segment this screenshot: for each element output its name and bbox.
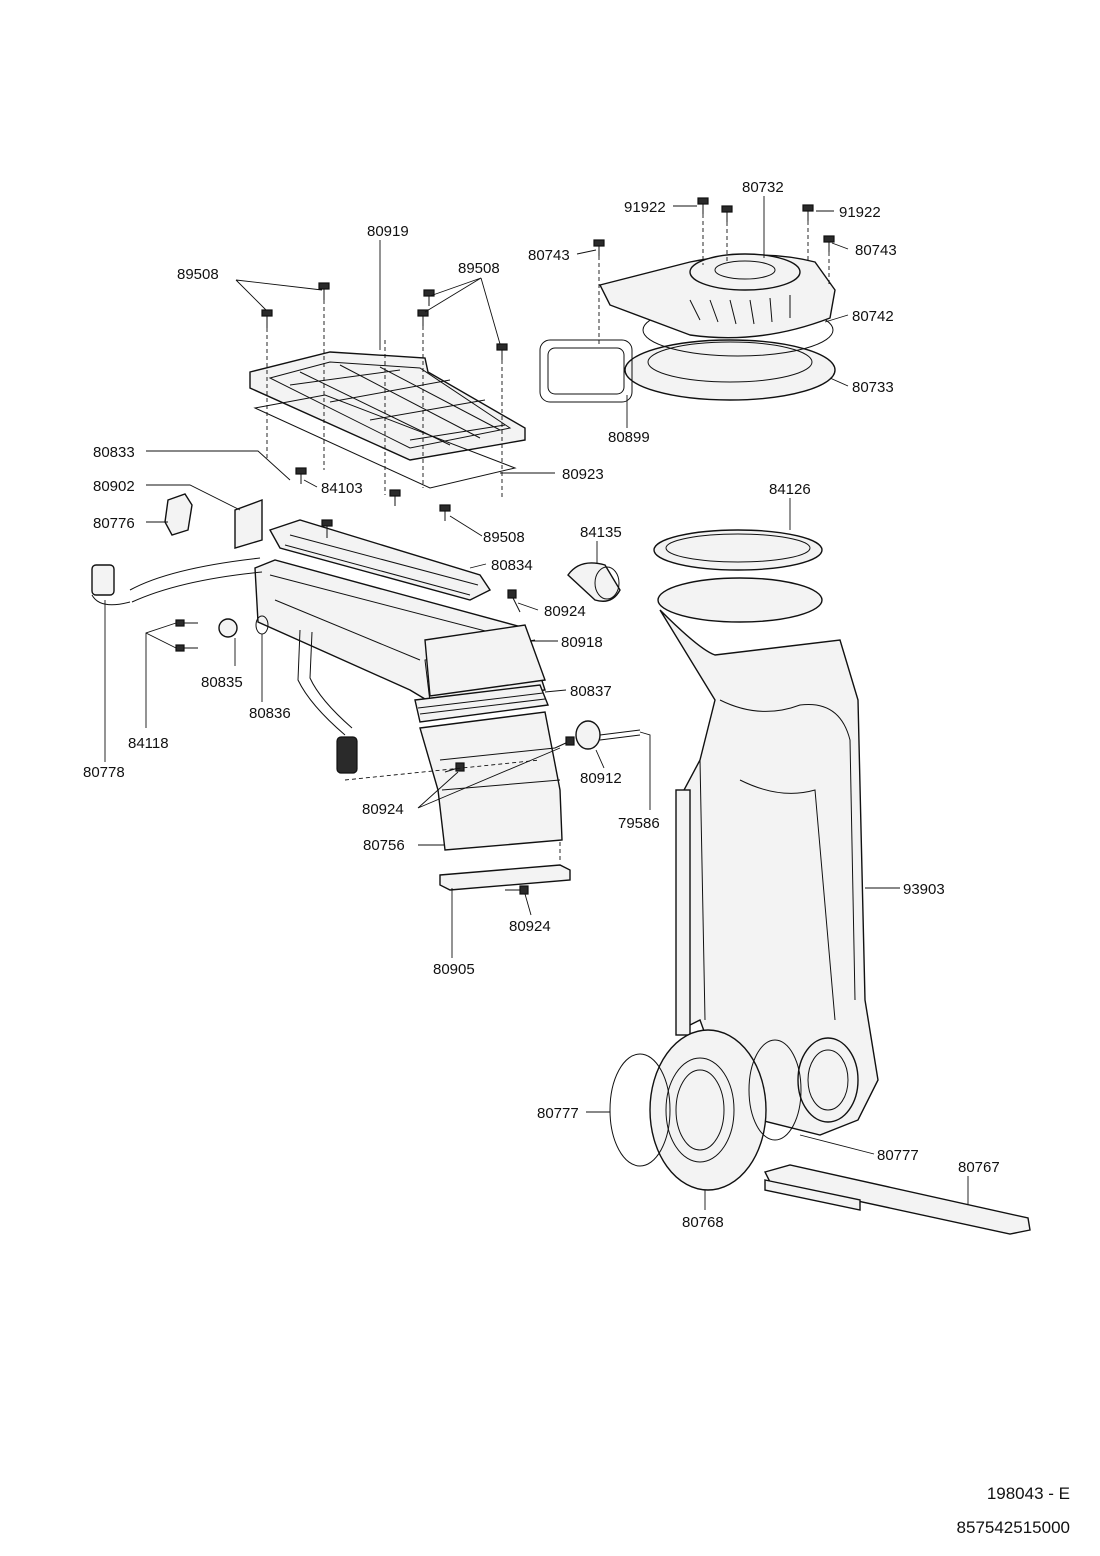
callout-labels: 91922 80732 91922 80743 80743 80742 8073… <box>83 179 1000 1231</box>
duct-frame <box>424 624 546 697</box>
label-80912: 80912 <box>580 770 622 787</box>
label-80899: 80899 <box>608 429 650 446</box>
label-80902: 80902 <box>93 478 135 495</box>
clip <box>164 493 193 536</box>
lid-gasket <box>253 394 517 489</box>
duct-seal-ring <box>653 529 823 571</box>
filter-cartridge <box>567 562 621 602</box>
label-80837: 80837 <box>570 683 612 700</box>
label-80905: 80905 <box>433 961 475 978</box>
document-number: 198043 - E <box>986 1484 1070 1503</box>
hose-connector <box>91 564 115 596</box>
vent-pipe <box>675 789 691 1036</box>
label-80836: 80836 <box>249 705 291 722</box>
label-80756: 80756 <box>363 837 405 854</box>
duct-assembly <box>344 624 641 895</box>
label-80924: 80924 <box>509 918 551 935</box>
label-89508: 89508 <box>458 260 500 277</box>
pipe-end <box>336 736 358 774</box>
blower-fan-wheel <box>689 253 801 291</box>
label-80767: 80767 <box>958 1159 1000 1176</box>
label-80919: 80919 <box>367 223 409 240</box>
label-91922: 91922 <box>624 199 666 216</box>
leader-lines <box>104 196 969 1210</box>
label-84118: 84118 <box>128 735 169 752</box>
bracket <box>234 498 263 549</box>
filter-lid <box>249 351 526 461</box>
label-80742: 80742 <box>852 308 894 325</box>
blower-housing-bottom <box>624 339 836 401</box>
actuator <box>575 720 601 750</box>
part-number: 857542515000 <box>956 1518 1070 1537</box>
outlet-seal <box>539 339 633 403</box>
label-79586: 79586 <box>618 815 660 832</box>
duct-top-ring <box>657 577 823 623</box>
bottom-connector <box>649 1029 767 1191</box>
screw-icon <box>261 282 508 521</box>
label-80835: 80835 <box>201 674 243 691</box>
label-89508: 89508 <box>177 266 219 283</box>
seal-ring-left <box>609 1053 671 1167</box>
label-84135: 84135 <box>580 524 622 541</box>
label-89508: 89508 <box>483 529 525 546</box>
duct-bottom-plate <box>439 864 571 891</box>
label-80732: 80732 <box>742 179 784 196</box>
label-80743: 80743 <box>855 242 897 259</box>
label-80923: 80923 <box>562 466 604 483</box>
label-80918: 80918 <box>561 634 603 651</box>
label-80924: 80924 <box>362 801 404 818</box>
duct-bellows <box>414 684 549 723</box>
screw-icon <box>444 736 575 895</box>
label-91922: 91922 <box>839 204 881 221</box>
main-duct-assembly <box>609 529 1031 1235</box>
label-93903: 93903 <box>903 881 945 898</box>
duct-section <box>419 711 563 851</box>
label-80776: 80776 <box>93 515 135 532</box>
label-80833: 80833 <box>93 444 135 461</box>
label-80924: 80924 <box>544 603 586 620</box>
shaft-pin <box>599 729 641 741</box>
label-80768: 80768 <box>682 1214 724 1231</box>
label-80743: 80743 <box>528 247 570 264</box>
duct-outlet <box>797 1037 859 1123</box>
blower-assembly <box>539 197 836 403</box>
drain-hose <box>129 557 263 603</box>
label-80777: 80777 <box>877 1147 919 1164</box>
label-84126: 84126 <box>769 481 811 498</box>
label-84103: 84103 <box>321 480 363 497</box>
seal-ring-right <box>748 1039 802 1141</box>
heating-tube <box>268 519 492 601</box>
label-80778: 80778 <box>83 764 125 781</box>
label-80733: 80733 <box>852 379 894 396</box>
filter-lid-assembly <box>249 282 526 521</box>
screw-icon <box>593 197 835 256</box>
sensor <box>218 618 238 638</box>
support-bracket <box>764 1179 861 1211</box>
label-80777: 80777 <box>537 1105 579 1122</box>
label-80834: 80834 <box>491 557 533 574</box>
